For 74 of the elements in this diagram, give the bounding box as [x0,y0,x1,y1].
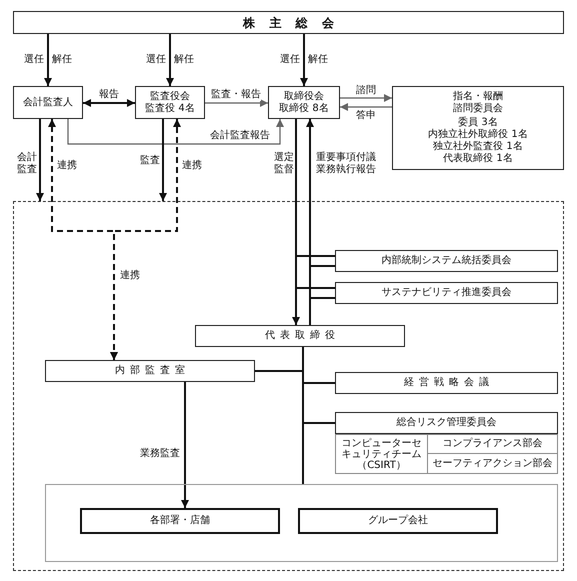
org-box [135,86,205,119]
box-title: 代表取締役 [264,330,340,342]
box-title: 内部監査室 [114,365,190,377]
edge-label: 諮問 [356,85,376,97]
arrow [340,94,392,102]
arrow [205,99,268,107]
box-title: 監査役会 [150,90,190,102]
box-title: グループ会社 [368,515,428,527]
edge-label: 選定監督 [274,152,295,176]
org-box [80,508,280,534]
edge-label: 重要事項付議業務執行報告 [316,152,378,176]
table-cell [427,434,558,454]
edge-label: 選任 [146,54,166,66]
box-title: セーフティアクション部会 [432,458,552,470]
arrow [36,119,44,201]
arrow [166,34,174,86]
box-title: コンピューターセキュリティチーム [340,438,422,460]
org-box [268,86,340,119]
edge-label: 連携 [182,160,202,172]
org-box [335,372,558,394]
side-label: 解任 [174,54,194,66]
edge-label: 連携 [57,160,77,172]
org-box [13,86,83,119]
org-box [335,282,558,304]
edge-label: 会計監査 [17,152,38,176]
box-title: 指名・報酬諮問委員会 [452,91,504,115]
group-panel [45,484,558,562]
box-title: 内部統制システム統括委員会 [382,255,512,267]
org-box [335,412,558,434]
dashed-boundary [13,201,564,571]
side-label: 連携 [120,270,140,282]
box-text: 取締役 8名 [279,102,329,114]
box-title: 各部署・店舗 [150,515,210,527]
arrow [159,119,167,201]
org-box [392,86,564,170]
org-box [195,325,405,347]
box-text: （CSIRT） [357,460,406,470]
edge-label: 答申 [356,110,376,122]
box-title: 総合リスク管理委員会 [396,417,496,429]
edge-label: 監査・報告 [211,89,261,101]
org-box [298,508,498,534]
box-title: 株主総会 [242,16,348,28]
box-title: 会計監査人 [23,96,73,108]
edge-label: 選任 [280,54,300,66]
arrow [340,103,392,111]
table-cell [335,434,428,474]
edge-label: 監査 [140,155,160,167]
box-title: サステナビリティ推進委員会 [382,287,512,299]
edge-label: 報告 [99,89,119,101]
box-title: コンプライアンス部会 [442,438,542,450]
member-count: 委員 3名 [458,117,498,128]
side-label: 解任 [308,54,328,66]
connector-line [309,297,335,325]
org-box [13,11,564,34]
member-detail: 代表取締役 1名 [443,153,513,165]
arrow [44,34,52,86]
dashed-arrow [110,119,181,360]
box-title: 経営戦略会議 [403,377,494,389]
box-text: 監査役 4名 [145,102,195,114]
arrow [181,382,189,508]
arrow [67,119,284,145]
box-title: 取締役会 [284,90,324,102]
double-arrow [83,99,135,107]
edge-label: 業務監査 [140,448,180,460]
member-detail: 内独立社外取締役 1名 [428,129,528,140]
member-detail: 独立社外監査役 1名 [433,141,523,152]
edge-label: 会計監査報告 [210,130,270,142]
org-box [335,250,558,272]
connector-line [302,347,304,484]
org-box [45,360,255,382]
arrow [300,34,308,86]
edge-label: 選任 [24,54,44,66]
side-label: 解任 [52,54,72,66]
table-cell [427,453,558,474]
